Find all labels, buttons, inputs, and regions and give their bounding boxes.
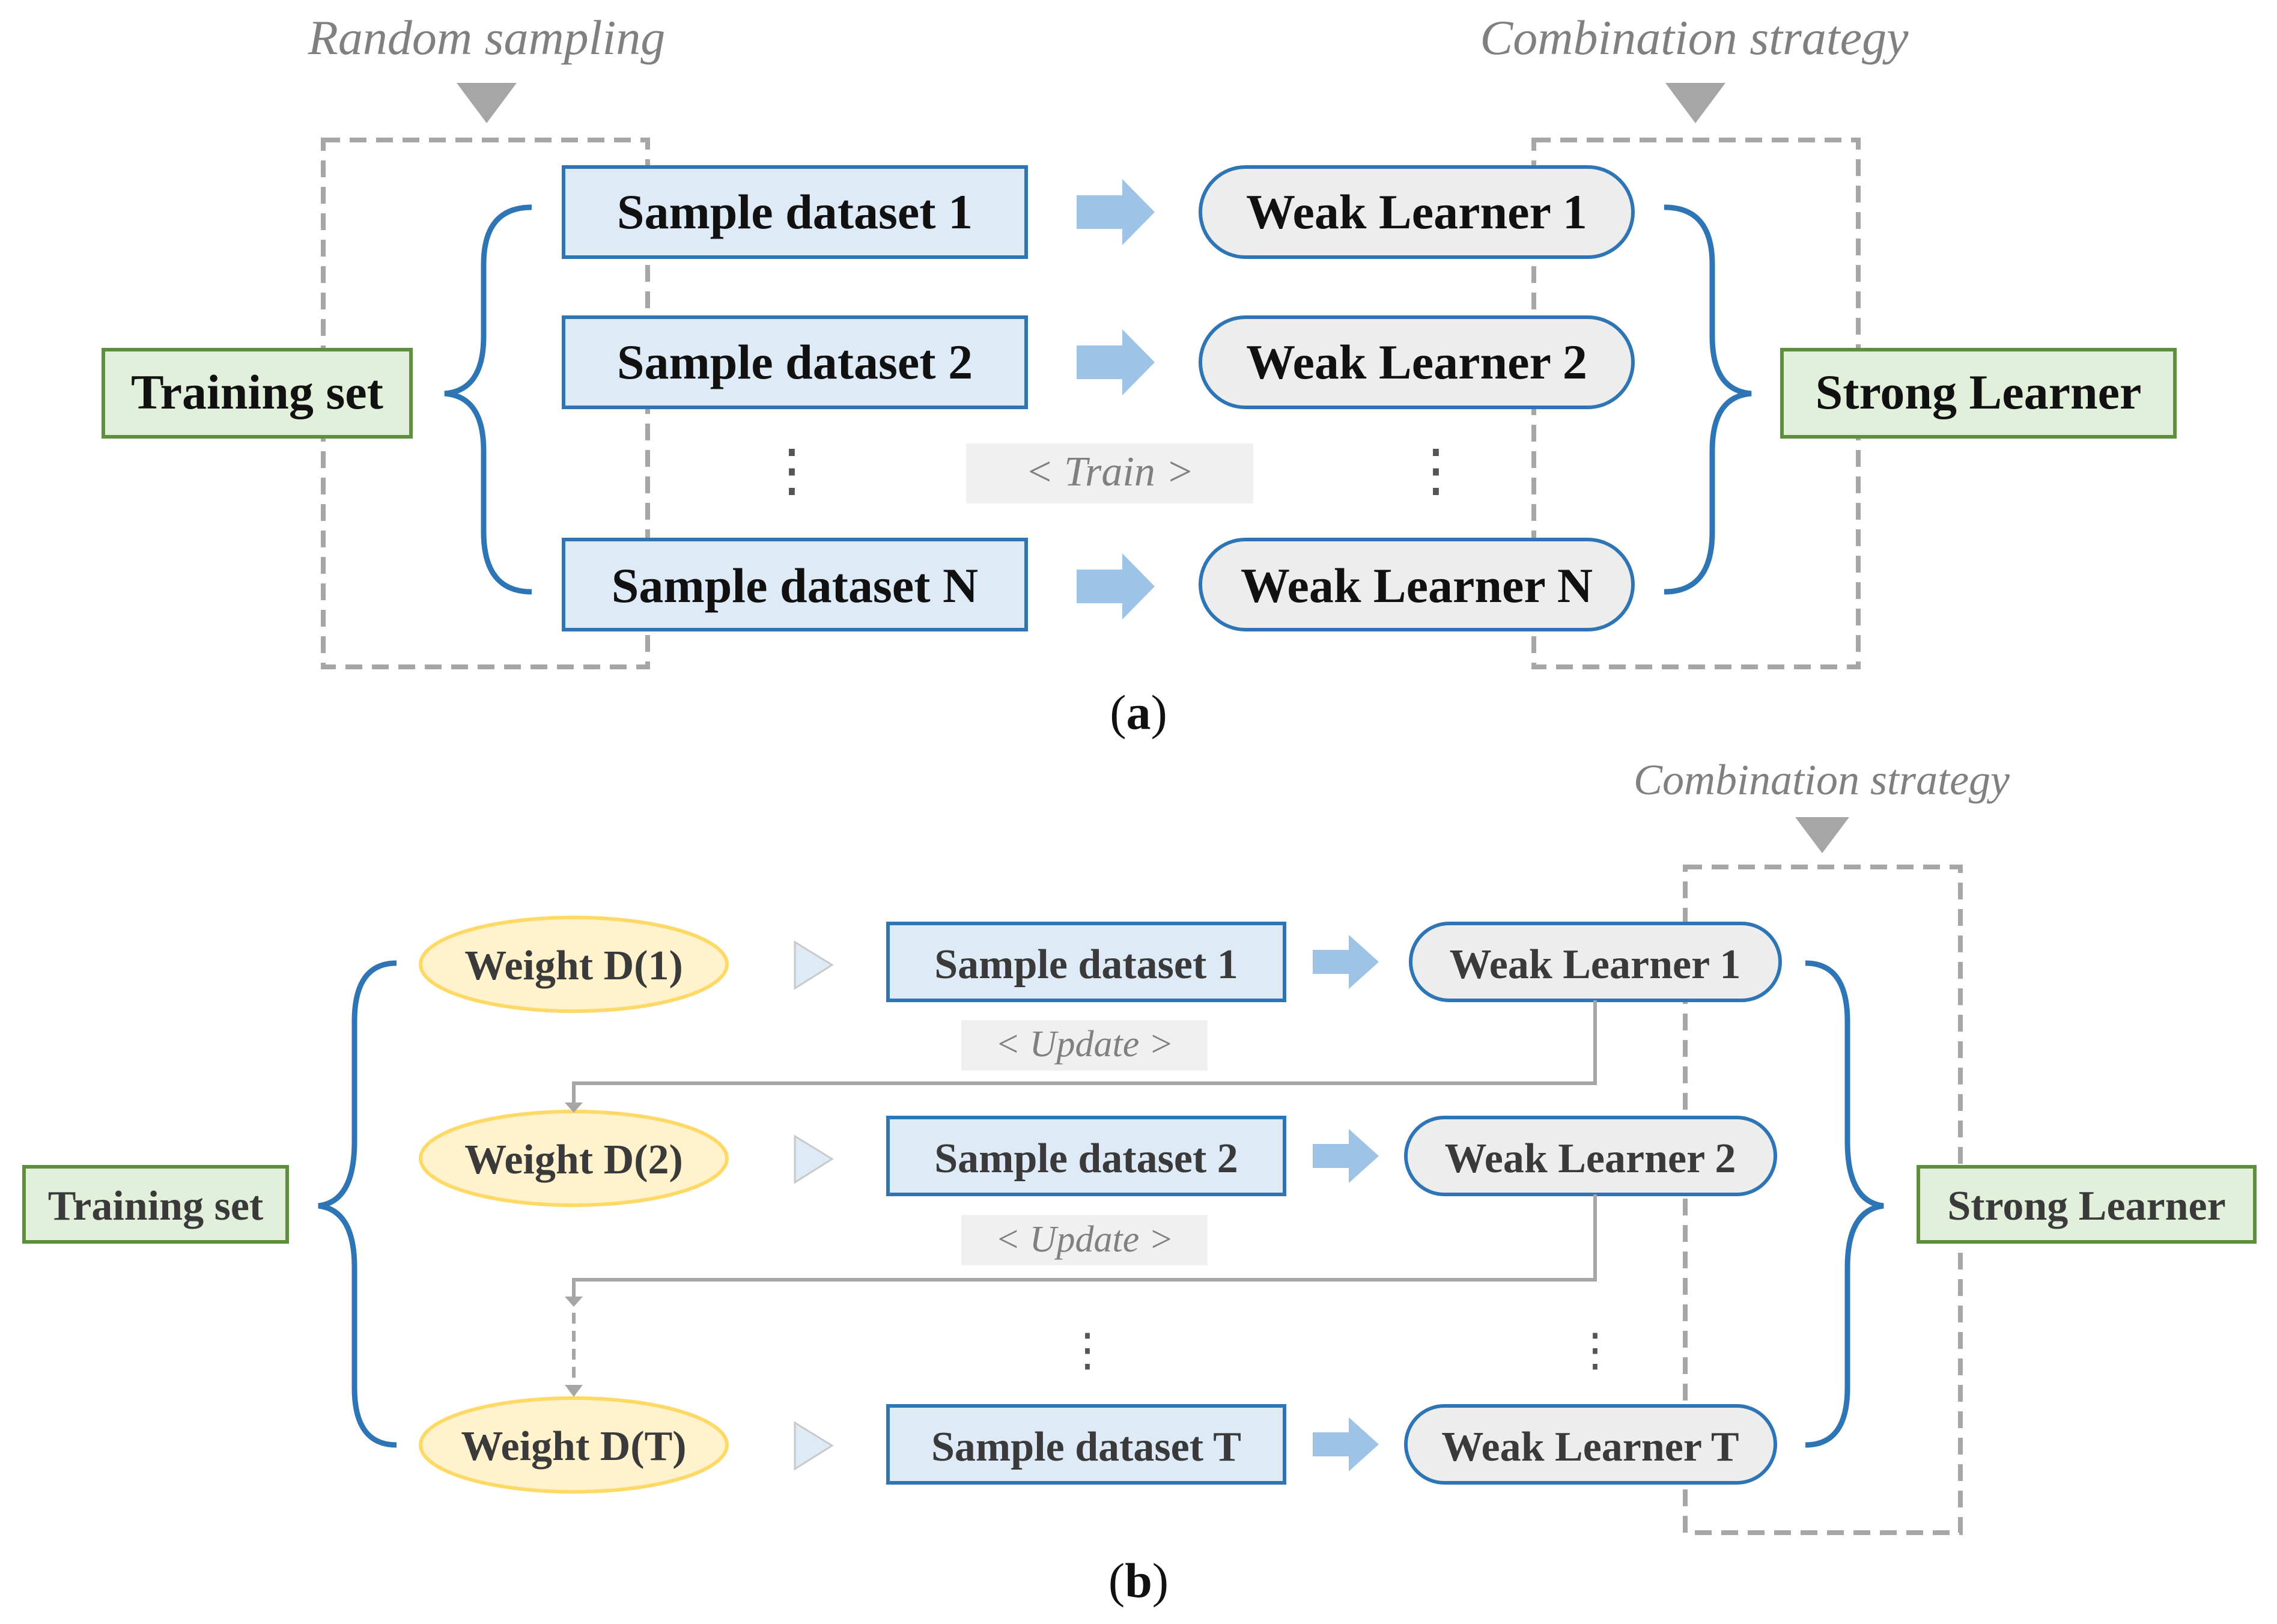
left-brace-icon (318, 960, 397, 1448)
update-feedback-line (572, 1194, 1597, 1299)
sample-dataset-box (562, 315, 1028, 409)
sample-dataset-label: Sample dataset 2 (934, 1136, 1238, 1182)
update-feedback-line (572, 1000, 1597, 1104)
arrow-right-icon (1313, 1129, 1379, 1183)
arrow-right-icon (1077, 329, 1155, 395)
strong-learner-box (1917, 1165, 2257, 1244)
sample-dataset-label: Sample dataset N (612, 558, 978, 613)
strong-learner-box (1780, 348, 2177, 439)
weight-ellipse (419, 916, 729, 1013)
play-arrow-icon (794, 1421, 834, 1471)
sample-dataset-box (886, 922, 1286, 1002)
strong-learner-label: Strong Learner (1947, 1183, 2225, 1229)
sample-dataset-box (562, 165, 1028, 259)
train-label-box (966, 443, 1253, 503)
weak-learner-box (1404, 1116, 1777, 1196)
panel-b: Combination strategy Training set Weight… (22, 756, 2257, 1608)
train-label: < Train > (1025, 449, 1194, 495)
weight-label: Weight D(2) (464, 1137, 683, 1183)
random-sampling-label: Random sampling (308, 10, 666, 65)
sample-dataset-label: Sample dataset 1 (934, 941, 1238, 988)
sample-dataset-label: Sample dataset 1 (617, 184, 973, 239)
weak-learner-label: Weak Learner 1 (1246, 184, 1587, 239)
weight-ellipse (419, 1396, 729, 1494)
arrow-down-icon (565, 1385, 583, 1397)
ellipsis: ⋮ (1408, 439, 1465, 502)
ellipsis: ⋮ (1573, 1325, 1618, 1375)
ellipsis: ⋮ (764, 439, 821, 502)
sample-dataset-label: Sample dataset 2 (617, 335, 973, 389)
play-arrow-icon (794, 1134, 834, 1184)
weight-label: Weight D(1) (464, 943, 683, 989)
sample-dataset-box (886, 1116, 1286, 1196)
update-label-box (961, 1020, 1208, 1071)
weak-learner-box (1404, 1404, 1777, 1485)
strong-learner-label: Strong Learner (1816, 365, 2142, 419)
weak-learner-label: Weak Learner 2 (1246, 335, 1587, 389)
combination-strategy-label: Combination strategy (1634, 756, 2010, 804)
arrow-right-icon (1313, 935, 1379, 989)
left-brace-icon (444, 204, 532, 595)
arrow-right-icon (1077, 553, 1155, 619)
random-sampling-marker-icon (457, 83, 517, 123)
update-label: < Update > (995, 1219, 1173, 1260)
combination-strategy-marker-icon (1665, 83, 1725, 123)
combination-strategy-marker-icon (1795, 817, 1849, 853)
weak-learner-box (1199, 315, 1635, 409)
weak-learner-box (1199, 538, 1635, 631)
training-set-box (22, 1165, 289, 1244)
sample-dataset-label: Sample dataset T (931, 1424, 1241, 1470)
training-set-label: Training set (131, 365, 383, 419)
panel-a: Random sampling Combination strategy Tra… (102, 10, 2177, 740)
weak-learner-box (1199, 165, 1635, 259)
right-brace-icon (1664, 204, 1752, 595)
ellipsis: ⋮ (1065, 1325, 1110, 1375)
weight-label: Weight D(T) (461, 1423, 686, 1470)
sample-dataset-box (562, 538, 1028, 631)
caption-a: (a) (1110, 685, 1167, 740)
combination-strategy-label: Combination strategy (1480, 10, 1909, 65)
update-label: < Update > (995, 1024, 1173, 1065)
arrow-down-icon (565, 1102, 583, 1113)
training-set-label: Training set (48, 1183, 263, 1229)
weak-learner-label: Weak Learner 2 (1445, 1136, 1736, 1182)
arrow-down-icon (565, 1297, 583, 1307)
weak-learner-label: Weak Learner T (1441, 1424, 1739, 1470)
arrow-right-icon (1313, 1417, 1379, 1471)
training-set-box (102, 348, 413, 439)
play-arrow-icon (794, 940, 834, 990)
sample-dataset-box (886, 1404, 1286, 1485)
update-label-box (961, 1215, 1208, 1265)
right-brace-icon (1805, 960, 1884, 1448)
caption-b: (b) (1108, 1553, 1169, 1608)
weak-learner-label: Weak Learner N (1241, 558, 1593, 613)
weak-learner-label: Weak Learner 1 (1450, 941, 1741, 988)
arrow-right-icon (1077, 179, 1155, 245)
